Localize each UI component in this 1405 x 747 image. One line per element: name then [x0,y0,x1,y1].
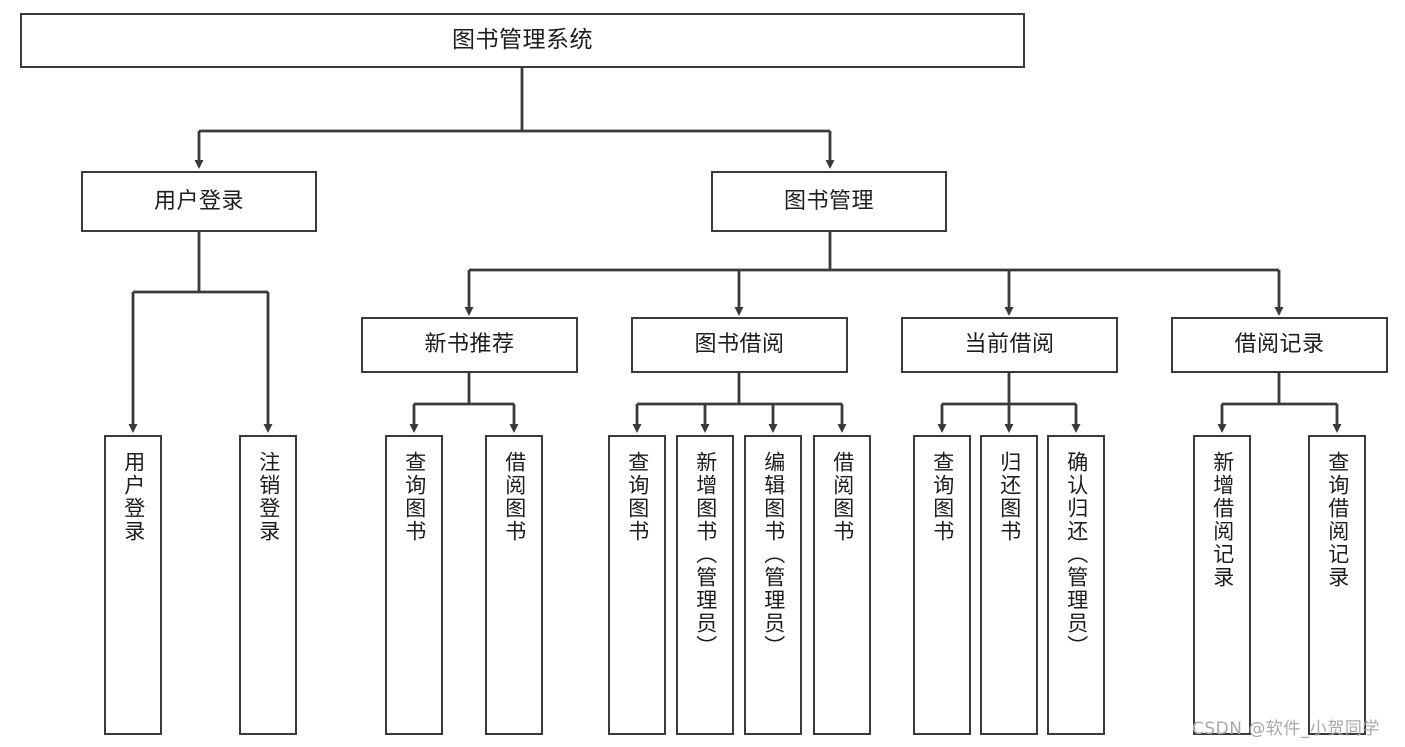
node-leaf-borrow-book-1[interactable]: 借阅图书 [485,435,543,735]
node-leaf-add-book[interactable]: 新增图书（管理员） [676,435,734,735]
node-leaf-return-book[interactable]: 归还图书 [980,435,1038,735]
node-leaf-confirm-return[interactable]: 确认归还（管理员） [1047,435,1105,735]
node-leaf-confirm-return-label: 确认归还（管理员） [1064,451,1089,658]
node-user-login[interactable]: 用户登录 [81,171,317,232]
node-current-borrow[interactable]: 当前借阅 [901,317,1118,373]
node-current-borrow-label: 当前借阅 [964,332,1055,358]
node-leaf-user-logout-label: 注销登录 [256,451,281,543]
node-leaf-query-record-label: 查询借阅记录 [1325,451,1350,589]
node-leaf-edit-book-label: 编辑图书（管理员） [761,451,786,658]
node-user-login-label: 用户登录 [153,188,244,214]
csdn-watermark: CSDN @软件_小贺同学 [1192,719,1380,739]
node-leaf-return-book-label: 归还图书 [997,451,1022,543]
node-root-system[interactable]: 图书管理系统 [20,13,1025,68]
node-new-book-recommend[interactable]: 新书推荐 [361,317,578,373]
node-leaf-borrow-book-2[interactable]: 借阅图书 [813,435,871,735]
node-root-system-label: 图书管理系统 [452,26,593,53]
node-book-manage[interactable]: 图书管理 [711,171,947,232]
node-new-book-recommend-label: 新书推荐 [424,332,515,358]
node-leaf-add-record-label: 新增借阅记录 [1210,451,1235,589]
node-borrow-record-label: 借阅记录 [1234,332,1325,358]
node-leaf-add-book-label: 新增图书（管理员） [693,451,718,658]
node-leaf-query-book-1[interactable]: 查询图书 [385,435,443,735]
node-borrow-record[interactable]: 借阅记录 [1171,317,1388,373]
node-leaf-borrow-book-1-label: 借阅图书 [502,451,527,543]
node-leaf-query-book-3[interactable]: 查询图书 [913,435,971,735]
node-leaf-query-book-2-label: 查询图书 [625,451,650,543]
node-leaf-query-book-3-label: 查询图书 [930,451,955,543]
node-book-borrow-label: 图书借阅 [694,332,785,358]
node-leaf-query-record[interactable]: 查询借阅记录 [1308,435,1366,735]
node-book-manage-label: 图书管理 [783,188,874,214]
node-leaf-borrow-book-2-label: 借阅图书 [830,451,855,543]
node-book-borrow[interactable]: 图书借阅 [631,317,848,373]
node-leaf-user-logout[interactable]: 注销登录 [239,435,297,735]
node-leaf-add-record[interactable]: 新增借阅记录 [1193,435,1251,735]
node-leaf-edit-book[interactable]: 编辑图书（管理员） [744,435,802,735]
node-leaf-user-login[interactable]: 用户登录 [104,435,162,735]
node-leaf-user-login-label: 用户登录 [121,451,146,543]
node-leaf-query-book-2[interactable]: 查询图书 [608,435,666,735]
node-leaf-query-book-1-label: 查询图书 [402,451,427,543]
